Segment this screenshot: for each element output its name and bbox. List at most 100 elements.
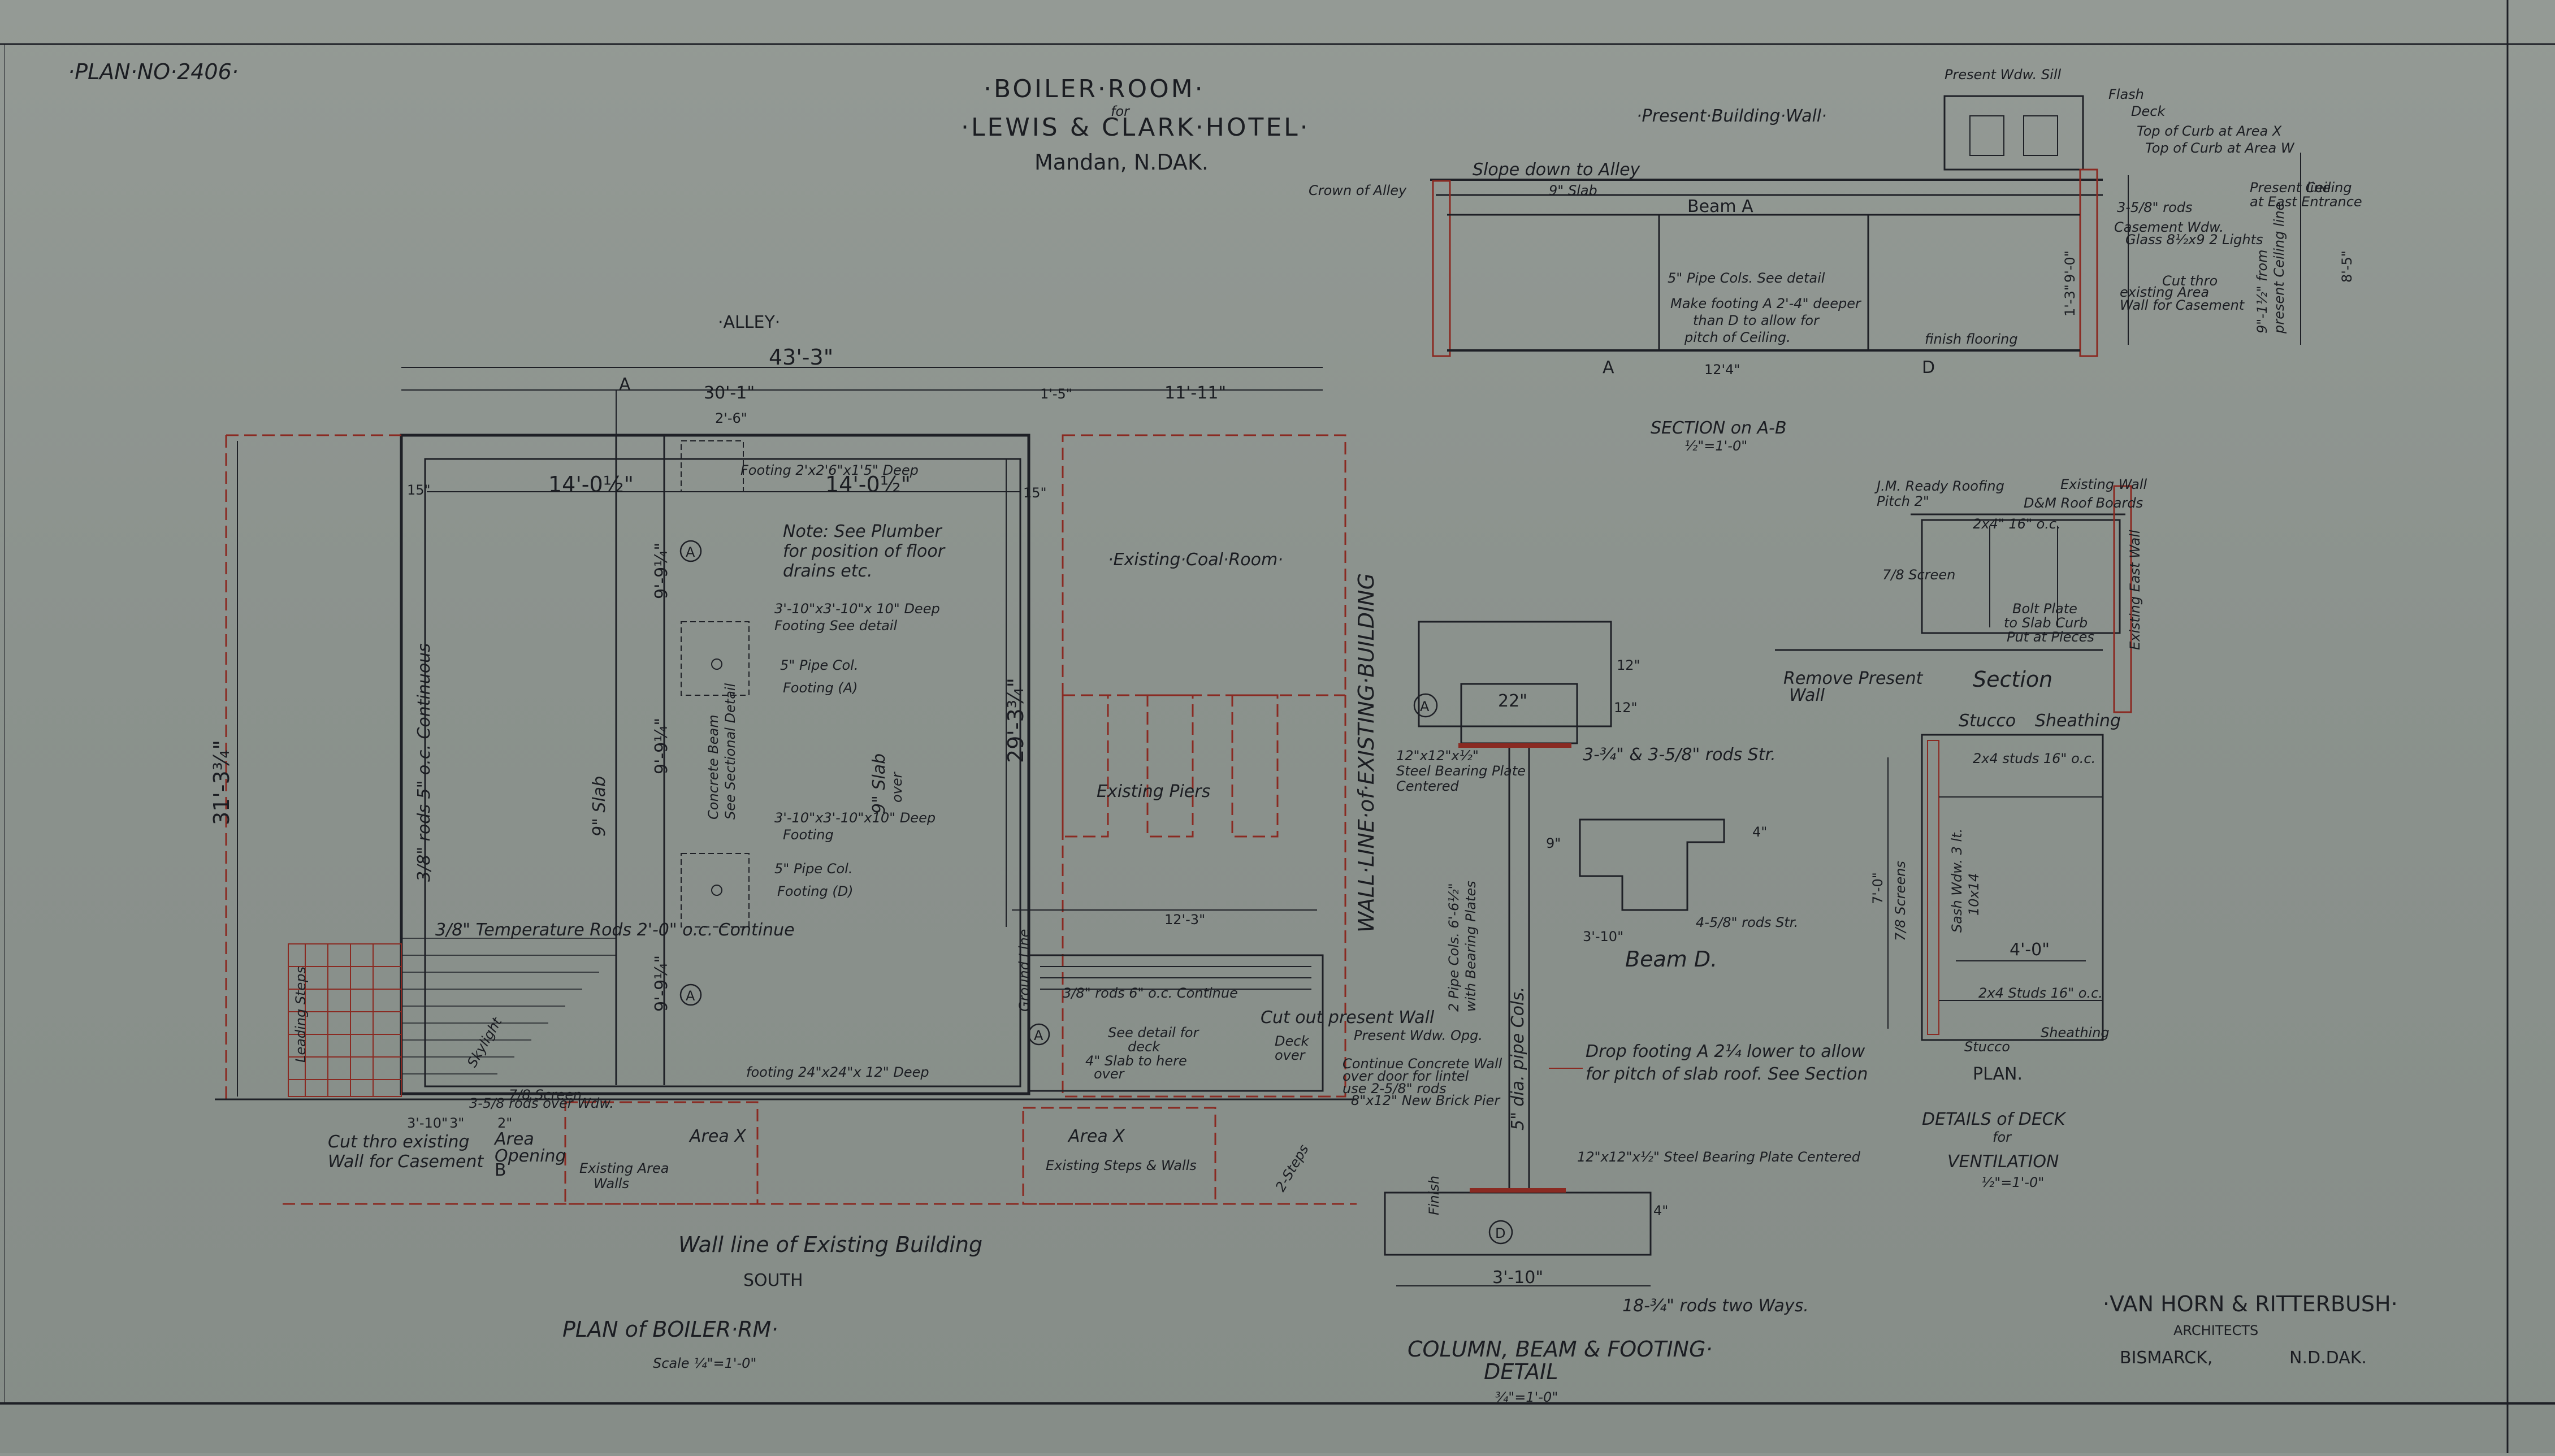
casement-1: Casement Wdw. xyxy=(2114,219,2224,235)
slab-4-over-1: 4" Slab to here xyxy=(1085,1053,1187,1069)
bearing-plate-d: 12"x12"x½" Steel Bearing Plate Centered xyxy=(1577,1149,1861,1165)
title-line2: ·LEWIS & CLARK·HOTEL· xyxy=(961,113,1310,142)
architect-firm: ·VAN HORN & RITTERBUSH· xyxy=(2103,1292,2398,1316)
title-for: for xyxy=(1111,103,1131,119)
bearing-plate-1: 12"x12"x½" xyxy=(1396,748,1479,764)
remove-wall-1: Remove Present xyxy=(1783,669,1924,688)
architect-state: N.D.DAK. xyxy=(2289,1348,2367,1368)
dim-12-a: 12" xyxy=(1617,657,1640,673)
detail-mark-d: D xyxy=(1495,1225,1505,1241)
slab-4-over-2: over xyxy=(1094,1066,1125,1082)
rods-continue: 3/8" rods 6" o.c. Continue xyxy=(1063,985,1238,1001)
slab-over-2: over xyxy=(889,771,905,803)
grid-a-2: A xyxy=(686,988,695,1004)
ceiling-note-1: 9"-1½" from xyxy=(2254,249,2270,333)
plan-scale: Scale ¼"=1'-0" xyxy=(653,1355,756,1371)
leading-steps: Leading Steps xyxy=(293,967,309,1063)
concrete-wall-2: over door for lintel xyxy=(1343,1068,1469,1084)
deck-screen: 7/8 Screen xyxy=(1882,567,1955,583)
section-mark-d: D xyxy=(1922,358,1935,378)
dim-29-3: 29'-3¾" xyxy=(1003,678,1028,763)
deck-section: Section xyxy=(1973,667,2052,692)
deck-caption-3: VENTILATION xyxy=(1947,1152,2059,1172)
concrete-wall-3: use 2-5/8" rods xyxy=(1343,1081,1447,1097)
beam-a-label: Beam A xyxy=(1687,197,1753,216)
skylight: Skylight xyxy=(464,1014,505,1070)
finish-label: Finish xyxy=(1426,1176,1442,1215)
dim-height: 31'-3¾" xyxy=(209,740,234,825)
temperature-rods: 3/8" Temperature Rods 2'-0" o.c. Continu… xyxy=(435,920,795,940)
dim-7-0: 7'-0" xyxy=(1870,872,1886,904)
deck-caption-2: for xyxy=(1993,1129,2012,1145)
dim-8-5: 8'-5" xyxy=(2339,250,2355,283)
dim-total-width: 43'-3" xyxy=(769,345,833,370)
column-caption-1: COLUMN, BEAM & FOOTING· xyxy=(1408,1337,1713,1362)
sash-2: 10x14 xyxy=(1966,873,1982,916)
remove-wall-2: Wall xyxy=(1789,686,1825,705)
existing-area-walls-2: Walls xyxy=(594,1176,629,1191)
cut-thro-3: Wall for Casement xyxy=(2120,297,2245,313)
concrete-wall-1: Continue Concrete Wall xyxy=(1343,1056,1502,1072)
column-footing-detail: A 12" 12" 22" 3-¾" & 3-5/8" rods Str. 12… xyxy=(1384,621,1868,1405)
finish-floor: finish flooring xyxy=(1925,331,2018,347)
stucco: Stucco xyxy=(1959,711,2016,731)
present-wdw-opening: Present Wdw. Opg. xyxy=(1354,1028,1483,1043)
dim-9-9-c: 9'-9¼" xyxy=(652,955,672,1012)
existing-area-walls-1: Existing Area xyxy=(579,1160,669,1176)
footing-d-2: Footing xyxy=(783,827,834,843)
present-wdw-sill: Present Wdw. Sill xyxy=(1945,67,2062,83)
dim-4-0: 4'-0" xyxy=(2010,940,2050,960)
deck-details: J.M. Ready Roofing Pitch 2" Existing Wal… xyxy=(1775,476,2147,1190)
cut-thru-1: Cut thro existing xyxy=(328,1132,470,1152)
plan-caption: PLAN of BOILER·RM· xyxy=(562,1317,778,1342)
plan-number: ·PLAN·NO·2406· xyxy=(68,59,239,84)
sash-1: Sash Wdw. 3 lt. xyxy=(1949,829,1965,933)
deck-label: Deck xyxy=(2131,103,2166,119)
cut-thru-2: Wall for Casement xyxy=(328,1152,484,1172)
pipe-cols-section: 5" Pipe Cols. See detail xyxy=(1668,270,1825,286)
sheathing-2: Sheathing xyxy=(2041,1025,2110,1041)
section-rods: 3-5/8" rods xyxy=(2117,200,2193,215)
drop-footing-2: for pitch of slab roof. See Section xyxy=(1586,1064,1868,1084)
dim-15-b: 15" xyxy=(1023,485,1047,501)
make-footing-1: Make footing A 2'-4" deeper xyxy=(1670,296,1862,311)
casement-2: Glass 8½x9 2 Lights xyxy=(2125,232,2263,248)
pipe-col-d-1: 5" Pipe Col. xyxy=(774,861,852,877)
section-mark-b: B xyxy=(495,1160,506,1180)
architect-city: BISMARCK, xyxy=(2120,1348,2212,1368)
concrete-beam-1: Concrete Beam xyxy=(705,714,721,820)
plumber-note-1: Note: See Plumber xyxy=(783,522,942,541)
pipe-col-d-2: Footing (D) xyxy=(777,883,854,899)
deck-scale: ½"=1'-0" xyxy=(1981,1175,2044,1190)
pipe-cols-1: 2 Pipe Cols. 6'-6½" xyxy=(1446,883,1462,1012)
slab-left: 9" Slab xyxy=(590,776,609,837)
deck-over-2: over xyxy=(1275,1047,1306,1063)
wall-line-south: Wall line of Existing Building xyxy=(678,1232,982,1257)
area-x: Area X xyxy=(688,1126,747,1146)
detail-mark-a: A xyxy=(1420,699,1430,714)
south-label: SOUTH xyxy=(743,1271,803,1290)
present-ceiling-2: at East Entrance xyxy=(2250,194,2362,210)
existing-wall: Existing Wall xyxy=(2060,476,2147,492)
slab-over-1: 9" Slab xyxy=(869,753,889,814)
deck-caption-1: DETAILS of DECK xyxy=(1922,1110,2067,1129)
title-line3: Mandan, N.DAK. xyxy=(1034,150,1209,175)
dim-boiler-width: 30'-1" xyxy=(704,383,755,403)
bolt-plate-1: Bolt Plate xyxy=(2012,601,2077,617)
cut-thro-2: existing Area xyxy=(2120,284,2209,300)
section-mark-a: A xyxy=(619,375,631,395)
dim-22: 22" xyxy=(1498,691,1527,711)
existing-east-wall: Existing East Wall xyxy=(2127,530,2143,650)
existing-coal-room: ·Existing·Coal·Room· xyxy=(1108,550,1283,570)
footing-note: Footing 2'x2'6"x1'5" Deep xyxy=(740,462,919,478)
pipe-col-a-1: 5" Pipe Col. xyxy=(780,657,858,673)
pipe-col-a-2: Footing (A) xyxy=(783,680,858,696)
roof-boards: D&M Roof Boards xyxy=(2024,495,2143,511)
bolt-plate-2: to Slab Curb xyxy=(2004,615,2088,631)
pipe-cols-2: with Bearing Plates xyxy=(1463,881,1479,1012)
dim-14-0-left: 14'-0½" xyxy=(548,472,634,497)
existing-steps-walls: Existing Steps & Walls xyxy=(1046,1158,1197,1173)
